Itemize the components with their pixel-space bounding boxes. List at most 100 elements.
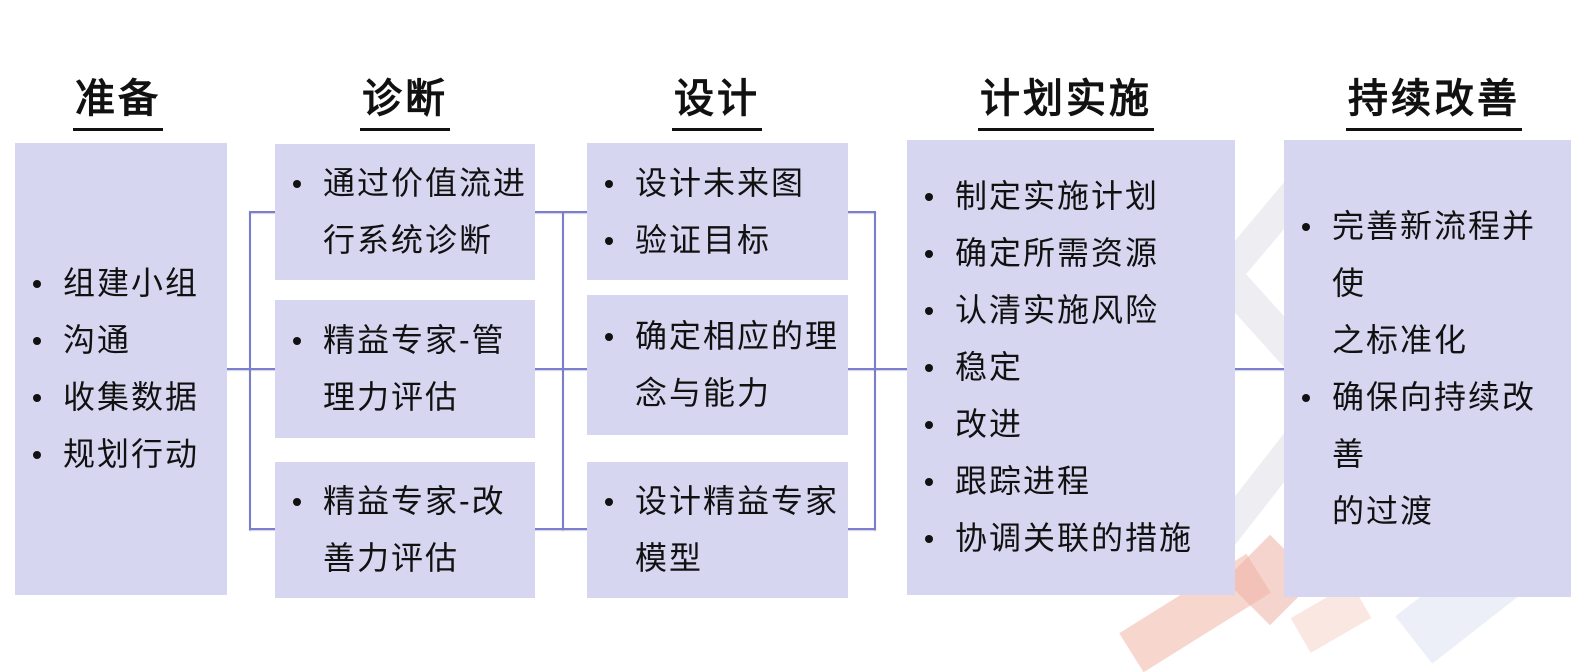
bullet-text: 精益专家-管理力评估	[323, 312, 506, 426]
bullet-icon	[925, 193, 933, 201]
bullet-text: 沟通	[63, 312, 131, 369]
stage-header-label: 设计	[672, 66, 762, 131]
stage-header-label: 诊断	[360, 66, 450, 131]
bullet-text-line: 沟通	[63, 322, 132, 358]
bullet-text-line: 模型	[635, 540, 704, 576]
stage-header-label: 持续改善	[1346, 66, 1522, 131]
stage-box: 精益专家-管理力评估	[275, 300, 535, 438]
bullet-text-line: 收集数据	[63, 379, 200, 415]
bullet-text: 完善新流程并使之标准化	[1332, 198, 1565, 369]
stage-box: 确定相应的理念与能力	[587, 295, 848, 435]
bullet-item: 收集数据	[29, 369, 221, 426]
bullet-text: 确定所需资源	[955, 225, 1159, 282]
stage-box: 完善新流程并使之标准化确保向持续改善的过渡	[1284, 140, 1571, 597]
bullet-text: 收集数据	[63, 369, 199, 426]
stage-header: 诊断	[225, 66, 585, 131]
bullet-icon	[33, 394, 41, 402]
bullet-icon	[33, 451, 41, 459]
connector-vertical	[562, 211, 564, 530]
bullet-text: 改进	[955, 396, 1023, 453]
connector-horizontal	[249, 211, 876, 213]
bullet-icon	[925, 535, 933, 543]
stage-header: 持续改善	[1254, 66, 1578, 131]
bullet-text-line: 跟踪进程	[955, 463, 1092, 499]
bullet-text-line: 念与能力	[635, 375, 772, 411]
bullet-text: 精益专家-改善力评估	[323, 473, 506, 587]
bullet-item: 规划行动	[29, 426, 221, 483]
bullet-item: 精益专家-管理力评估	[289, 312, 529, 426]
connector-vertical	[874, 211, 876, 530]
bullet-text-line: 制定实施计划	[955, 178, 1160, 214]
bullet-icon	[925, 478, 933, 486]
bullet-item: 确定相应的理念与能力	[601, 308, 842, 422]
stage-box: 通过价值流进行系统诊断	[275, 144, 535, 280]
bullet-text: 协调关联的措施	[955, 510, 1193, 567]
bullet-item: 确保向持续改善的过渡	[1298, 369, 1565, 540]
bullet-text-line: 通过价值流进	[323, 165, 528, 201]
bullet-item: 设计未来图	[601, 155, 842, 212]
bullet-icon	[33, 337, 41, 345]
bullet-icon	[925, 250, 933, 258]
bullet-text-line: 行系统诊断	[323, 222, 494, 258]
bullet-text-line: 协调关联的措施	[955, 520, 1194, 556]
bullet-text-line: 的过渡	[1332, 492, 1435, 529]
bullet-icon	[605, 236, 613, 245]
bullet-item: 改进	[921, 396, 1229, 453]
bullet-text-line: 设计精益专家	[635, 483, 840, 519]
bullet-icon	[605, 333, 613, 341]
bullet-item: 通过价值流进行系统诊断	[289, 155, 529, 269]
bullet-text-line: 精益专家-管	[323, 322, 506, 358]
stage-box: 制定实施计划确定所需资源认清实施风险稳定改进跟踪进程协调关联的措施	[907, 140, 1235, 595]
bullet-item: 协调关联的措施	[921, 510, 1229, 567]
bullet-icon	[925, 421, 933, 429]
bullet-item: 组建小组	[29, 255, 221, 312]
bullet-text: 通过价值流进行系统诊断	[323, 155, 527, 269]
bullet-icon	[605, 498, 613, 506]
bullet-text-line: 确保向持续改善	[1332, 378, 1537, 472]
connector-vertical	[249, 211, 251, 530]
bullet-text: 验证目标	[635, 212, 771, 269]
stage-header-label: 准备	[73, 66, 163, 131]
bullet-text: 设计未来图	[635, 155, 805, 212]
bullet-text-line: 稳定	[955, 349, 1024, 385]
bullet-icon	[605, 179, 613, 188]
bullet-item: 制定实施计划	[921, 168, 1229, 225]
bullet-text: 设计精益专家模型	[635, 473, 839, 587]
bullet-text-line: 组建小组	[63, 265, 200, 301]
bullet-text-line: 设计未来图	[635, 164, 806, 201]
bullet-text-line: 精益专家-改	[323, 483, 506, 519]
bullet-text-line: 验证目标	[635, 221, 772, 258]
bullet-item: 稳定	[921, 339, 1229, 396]
bullet-item: 设计精益专家模型	[601, 473, 842, 587]
bullet-text: 确定相应的理念与能力	[635, 308, 839, 422]
bullet-icon	[33, 280, 41, 288]
bullet-text: 跟踪进程	[955, 453, 1091, 510]
bullet-icon	[293, 180, 301, 188]
bullet-icon	[925, 307, 933, 315]
bullet-text: 组建小组	[63, 255, 199, 312]
bullet-text-line: 认清实施风险	[955, 292, 1160, 328]
bullet-text-line: 改进	[955, 406, 1024, 442]
stage-header: 设计	[537, 66, 897, 131]
bullet-item: 验证目标	[601, 212, 842, 269]
process-diagram: 准备组建小组沟通收集数据规划行动诊断通过价值流进行系统诊断精益专家-管理力评估精…	[0, 66, 1578, 672]
bullet-text-line: 确定相应的理	[635, 318, 840, 354]
bullet-text: 认清实施风险	[955, 282, 1159, 339]
bullet-text-line: 之标准化	[1332, 321, 1469, 358]
bullet-text: 制定实施计划	[955, 168, 1159, 225]
bullet-icon	[1302, 393, 1310, 402]
bullet-icon	[293, 498, 301, 506]
stage-header: 准备	[0, 66, 298, 131]
bullet-item: 跟踪进程	[921, 453, 1229, 510]
bullet-item: 认清实施风险	[921, 282, 1229, 339]
stage-box: 设计未来图验证目标	[587, 143, 848, 280]
bullet-icon	[293, 337, 301, 345]
bullet-text-line: 理力评估	[323, 379, 460, 415]
stage-header: 计划实施	[886, 66, 1246, 131]
bullet-text-line: 确定所需资源	[955, 235, 1160, 271]
stage-box: 设计精益专家模型	[587, 462, 848, 598]
stage-box: 精益专家-改善力评估	[275, 462, 535, 598]
bullet-icon	[1302, 222, 1310, 231]
bullet-text-line: 规划行动	[63, 436, 200, 472]
connector-horizontal	[249, 528, 876, 530]
